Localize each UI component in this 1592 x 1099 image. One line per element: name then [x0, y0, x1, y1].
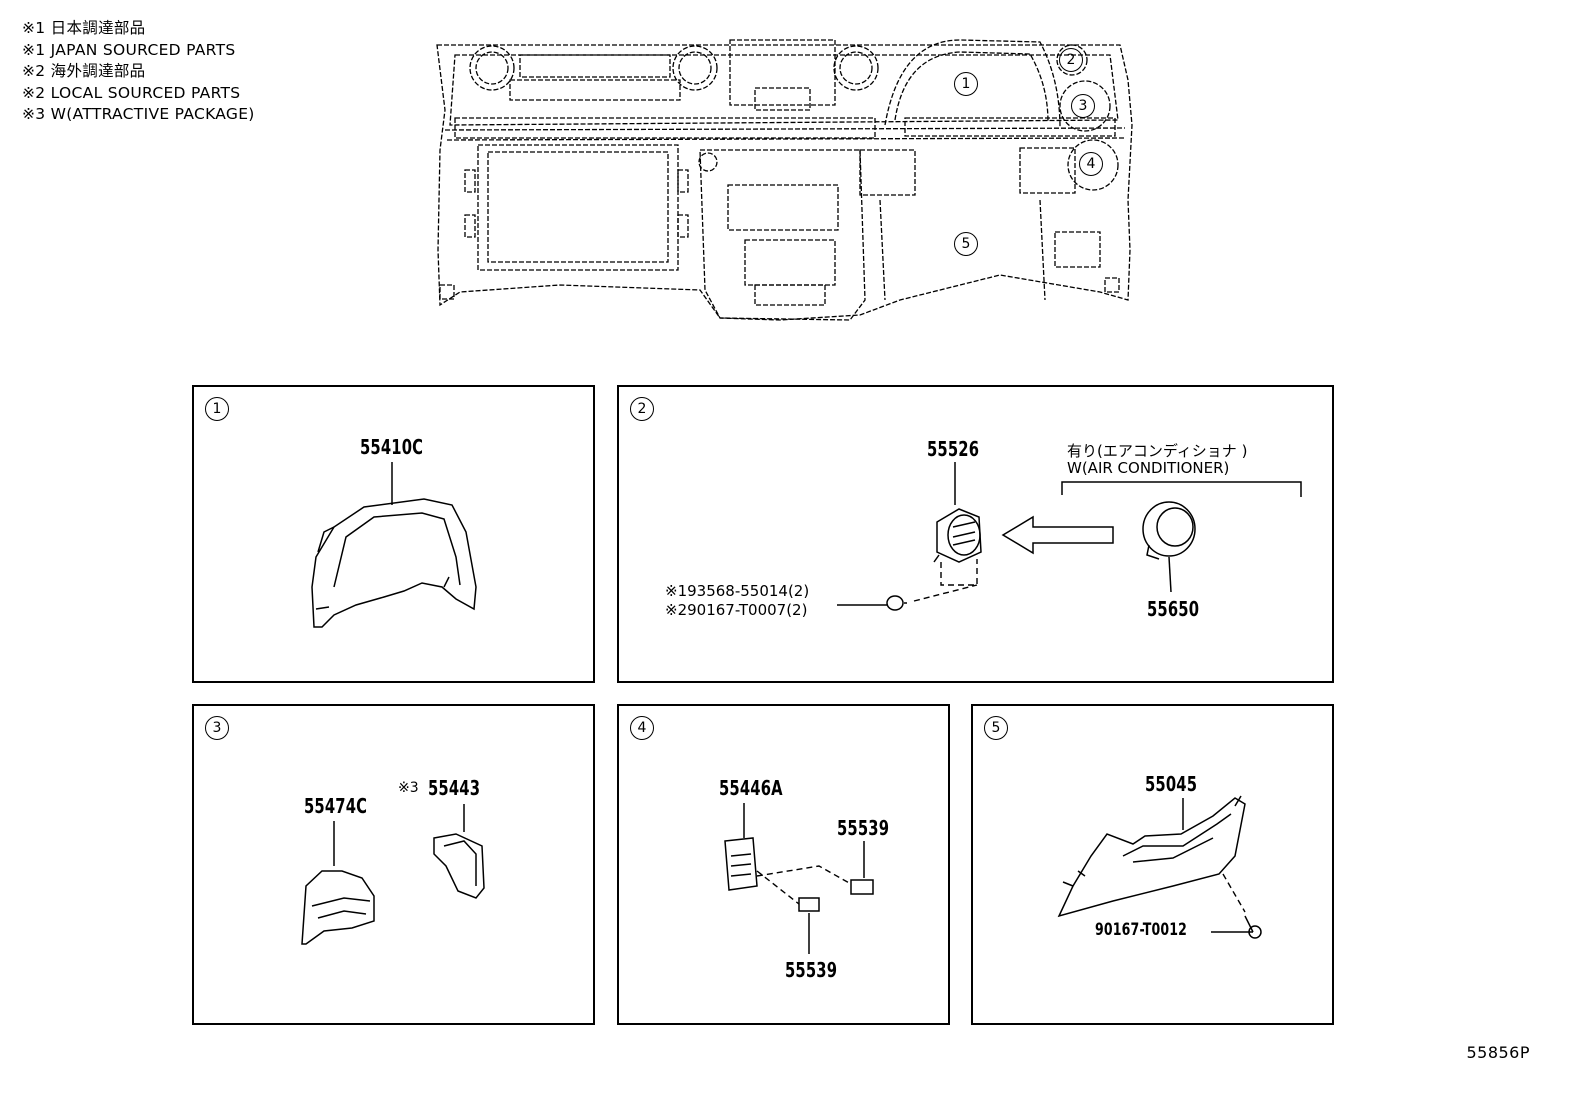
panel-index-3: 3	[205, 716, 229, 740]
condition-label-jp: 有り(エアコンディショナ )	[1067, 442, 1248, 460]
condition-label-en: W(AIR CONDITIONER)	[1067, 459, 1230, 477]
callout-4[interactable]: 4	[1079, 152, 1103, 176]
note-line: ※1 日本調達部品	[22, 19, 146, 37]
panel-3: 3 55474C ※3 55443	[192, 704, 595, 1025]
panel-index-5: 5	[984, 716, 1008, 740]
switch-base-drawing	[724, 803, 874, 954]
fastener-number-2[interactable]: ※290167-T0007(2)	[665, 601, 808, 619]
panel-index-2: 2	[630, 397, 654, 421]
column-cover-drawing	[301, 804, 485, 945]
fastener-number-1[interactable]: ※193568-55014(2)	[665, 582, 810, 600]
part-number-55410c[interactable]: 55410C	[360, 435, 424, 459]
part-number-55539-lower[interactable]: 55539	[785, 958, 838, 982]
callout-3[interactable]: 3	[1071, 94, 1095, 118]
vent-assembly-drawing	[837, 462, 1302, 611]
note-line: ※2 海外調達部品	[22, 62, 146, 80]
part-number-90167-t0012[interactable]: 90167-T0012	[1095, 920, 1188, 940]
callout-5[interactable]: 5	[954, 232, 978, 256]
part-number-55474c[interactable]: 55474C	[304, 794, 368, 818]
lower-panel-drawing	[1057, 795, 1262, 939]
part-number-55650[interactable]: 55650	[1147, 597, 1200, 621]
notes-legend: ※1 日本調達部品 ※1 JAPAN SOURCED PARTS ※2 海外調達…	[22, 18, 255, 126]
panel-index-1: 1	[205, 397, 229, 421]
note-line: ※2 LOCAL SOURCED PARTS	[22, 83, 241, 102]
note-line: ※3 W(ATTRACTIVE PACKAGE)	[22, 105, 255, 123]
panel-5: 5 55045 90167-T0012	[971, 704, 1334, 1025]
part-number-55526[interactable]: 55526	[927, 437, 980, 461]
part-number-55443[interactable]: 55443	[428, 776, 481, 800]
part-number-55446a[interactable]: 55446A	[719, 776, 783, 800]
part-number-55045[interactable]: 55045	[1145, 772, 1198, 796]
part-number-55539-upper[interactable]: 55539	[837, 816, 890, 840]
callout-1[interactable]: 1	[954, 72, 978, 96]
diagram-code: 55856P	[1466, 1043, 1530, 1062]
callout-2[interactable]: 2	[1059, 48, 1083, 72]
panel-4: 4 55446A 55539 55539	[617, 704, 950, 1025]
note-line: ※1 JAPAN SOURCED PARTS	[22, 40, 236, 59]
note-prefix-3: ※3	[398, 780, 419, 796]
cluster-hood-drawing	[311, 462, 477, 628]
panel-2: 2 55526 55650 有り(エアコンディショナ ) W(AIR CONDI…	[617, 385, 1334, 683]
panel-1: 1 55410C	[192, 385, 595, 683]
panel-index-4: 4	[630, 716, 654, 740]
